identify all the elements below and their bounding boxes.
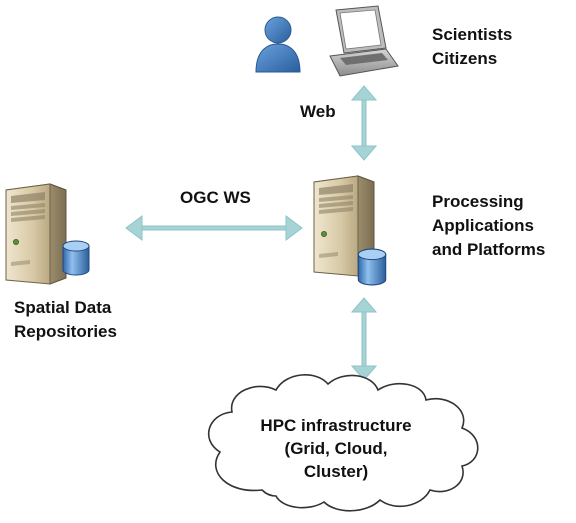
web-link-arrow — [350, 85, 378, 161]
hpc-label-line2: (Grid, Cloud, — [284, 439, 388, 458]
web-label: Web — [300, 100, 336, 124]
processing-label: Processing Applications and Platforms — [432, 190, 545, 262]
web-label-text: Web — [300, 102, 336, 121]
hpc-cloud-shape — [208, 374, 479, 512]
processing-label-line1: Processing — [432, 192, 524, 211]
repositories-label: Spatial Data Repositories — [14, 296, 117, 344]
repositories-label-line2: Repositories — [14, 322, 117, 341]
processing-label-line2: Applications — [432, 216, 535, 235]
person-icon — [255, 16, 301, 73]
hpc-label: HPC infrastructure (Grid, Cloud, Cluster… — [236, 414, 436, 483]
hpc-label-line3: Cluster) — [303, 462, 369, 481]
ogc-ws-link-arrow — [125, 215, 303, 241]
processing-database-icon — [357, 248, 387, 286]
ogc-ws-label: OGC WS — [180, 186, 251, 210]
processing-label-line3: and Platforms — [432, 240, 546, 259]
repository-server-icon — [5, 183, 67, 285]
users-label: Scientists Citizens — [432, 23, 512, 71]
hpc-link-arrow — [350, 297, 378, 381]
users-label-line1: Scientists — [432, 25, 513, 44]
laptop-icon — [329, 5, 399, 77]
hpc-label-line1: HPC infrastructure — [260, 416, 412, 435]
repository-database-icon — [62, 240, 90, 276]
ogc-ws-label-text: OGC WS — [180, 188, 251, 207]
users-label-line2: Citizens — [432, 49, 498, 68]
repositories-label-line1: Spatial Data — [14, 298, 112, 317]
